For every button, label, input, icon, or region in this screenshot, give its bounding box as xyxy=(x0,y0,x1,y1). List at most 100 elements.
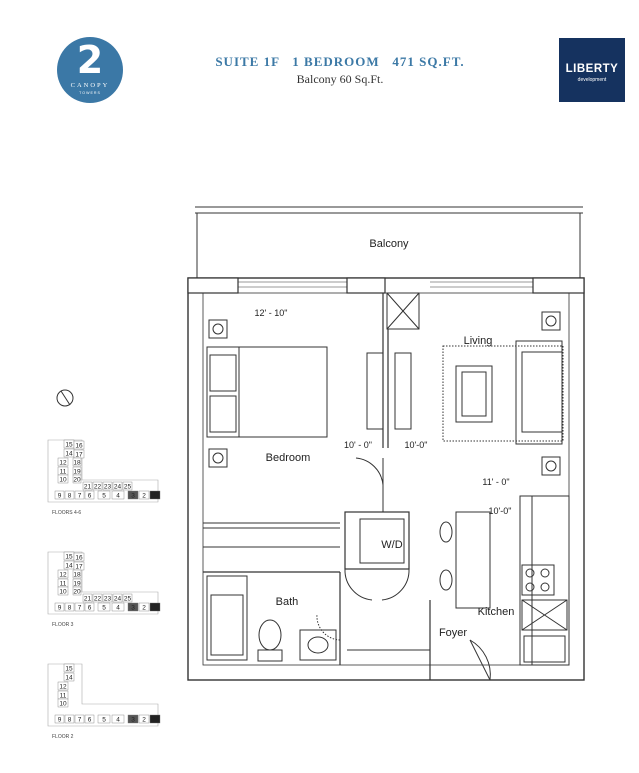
keyplan-unit-3 xyxy=(127,714,139,724)
keyplan-unit-label: 6 xyxy=(88,717,92,724)
keyplan-unit-label: 24 xyxy=(114,484,122,491)
keyplan-unit-label: 1 xyxy=(153,493,157,500)
keyplan-unit-2 xyxy=(138,714,150,724)
keyplan-unit-label: 19 xyxy=(73,581,81,588)
keyplan-unit-12 xyxy=(57,569,69,579)
keyplan-unit-label: 25 xyxy=(124,484,132,491)
keyplan-unit-label: 22 xyxy=(94,596,102,603)
keyplan-label: FLOOR 3 xyxy=(52,622,74,628)
keyplan-label: FLOORS 4-6 xyxy=(52,510,81,516)
keyplan-unit-7 xyxy=(74,714,85,724)
keyplan-unit-label: 3 xyxy=(131,605,135,612)
keyplan-unit-label: 21 xyxy=(84,484,92,491)
keyplan-unit-6 xyxy=(84,602,95,612)
bedroom-depth-dim: 10' - 0" xyxy=(344,440,372,450)
keyplan-unit-label: 7 xyxy=(78,493,82,500)
keyplan-unit-2 xyxy=(138,602,150,612)
keyplan-unit-label: 23 xyxy=(104,484,112,491)
keyplan-unit-label: 14 xyxy=(65,451,73,458)
living-width-dim: 11' - 0" xyxy=(482,477,509,487)
keyplan-unit-label: 3 xyxy=(131,717,135,724)
keyplan-unit-label: 4 xyxy=(116,717,120,724)
keyplan-unit-label: 5 xyxy=(102,717,106,724)
keyplan-unit-label: 15 xyxy=(65,554,73,561)
keyplan-unit-12 xyxy=(57,681,69,691)
keyplan-unit-18 xyxy=(72,457,82,467)
keyplan-unit-label: 8 xyxy=(68,605,72,612)
keyplan-unit-23 xyxy=(102,481,113,491)
bath-label: Bath xyxy=(276,596,299,608)
keyplan-unit-23 xyxy=(102,593,113,603)
keyplan-unit-label: 10 xyxy=(59,477,67,484)
keyplan-unit-1 xyxy=(149,490,161,500)
exterior-walls xyxy=(187,277,585,681)
keyplan-unit-label: 9 xyxy=(58,493,62,500)
keyplan-unit-label: 20 xyxy=(73,589,81,596)
keyplan-unit-20 xyxy=(72,474,82,484)
keyplan-unit-4 xyxy=(111,490,125,500)
living-depth-dim: 10'-0" xyxy=(405,440,428,450)
keyplan-unit-label: 2 xyxy=(142,605,146,612)
bedroom-width-dim: 12' - 10" xyxy=(255,308,288,318)
keyplan-unit-label: 24 xyxy=(114,596,122,603)
keyplan-unit-label: 5 xyxy=(102,493,106,500)
keyplan-unit-8 xyxy=(64,602,75,612)
keyplan-unit-10 xyxy=(57,586,69,596)
keyplan-unit-label: 14 xyxy=(65,563,73,570)
keyplan-unit-14 xyxy=(63,672,75,682)
keyplan-unit-5 xyxy=(97,602,111,612)
liberty-logo: LIBERTY development xyxy=(559,38,625,102)
keyplan-unit-24 xyxy=(112,593,123,603)
keyplan-unit-16 xyxy=(73,552,85,562)
keyplan-unit-label: 4 xyxy=(116,493,120,500)
keyplan-unit-label: 3 xyxy=(131,493,135,500)
keyplan-unit-25 xyxy=(122,593,133,603)
keyplan-unit-21 xyxy=(82,593,93,603)
keyplan-unit-3 xyxy=(127,490,139,500)
keyplan-unit-label: 20 xyxy=(73,477,81,484)
keyplan-unit-12 xyxy=(57,457,69,467)
keyplan-unit-label: 18 xyxy=(73,460,81,467)
keyplan-unit-label: 14 xyxy=(65,675,73,682)
keyplan-unit-label: 11 xyxy=(60,693,67,700)
keyplan-unit-label: 9 xyxy=(58,605,62,612)
kitchen-label: Kitchen xyxy=(478,606,515,618)
keyplan-unit-7 xyxy=(74,490,85,500)
keyplan-unit-16 xyxy=(73,440,85,450)
suite-title: SUITE 1F 1 BEDROOM 471 SQ.FT. xyxy=(215,54,465,69)
keyplan-unit-label: 10 xyxy=(59,701,67,708)
keyplan-unit-9 xyxy=(54,602,65,612)
keyplan-unit-4 xyxy=(111,602,125,612)
balcony-area: Balcony 60 Sq.Ft. xyxy=(296,72,384,86)
keyplan-unit-10 xyxy=(57,474,69,484)
keyplan-unit-label: 23 xyxy=(104,596,112,603)
living-label: Living xyxy=(464,335,493,347)
keyplan-unit-1 xyxy=(149,602,161,612)
balcony-label: Balcony xyxy=(369,238,409,250)
keyplan-unit-15 xyxy=(63,663,75,673)
keyplan-unit-label: 17 xyxy=(75,452,83,459)
keyplan-unit-label: 10 xyxy=(59,589,67,596)
keyplan-unit-label: 22 xyxy=(94,484,102,491)
keyplan-unit-label: 6 xyxy=(88,493,92,500)
keyplan-unit-5 xyxy=(97,490,111,500)
kitchen-depth-dim: 10'-0" xyxy=(489,506,512,516)
keyplan-label: FLOOR 2 xyxy=(52,734,74,740)
keyplan-unit-9 xyxy=(54,714,65,724)
logo-number: 2 xyxy=(76,38,104,82)
keyplan-unit-label: 7 xyxy=(78,605,82,612)
keyplan-unit-label: 11 xyxy=(60,581,67,588)
keyplan-unit-8 xyxy=(64,714,75,724)
keyplan-unit-8 xyxy=(64,490,75,500)
keyplan-unit-25 xyxy=(122,481,133,491)
keyplan-unit-7 xyxy=(74,602,85,612)
brand-name: LIBERTY xyxy=(565,63,619,75)
keyplan-unit-18 xyxy=(72,569,82,579)
keyplan-unit-label: 16 xyxy=(75,555,83,562)
wd-label: W/D xyxy=(381,539,402,551)
keyplan-unit-label: 21 xyxy=(84,596,92,603)
